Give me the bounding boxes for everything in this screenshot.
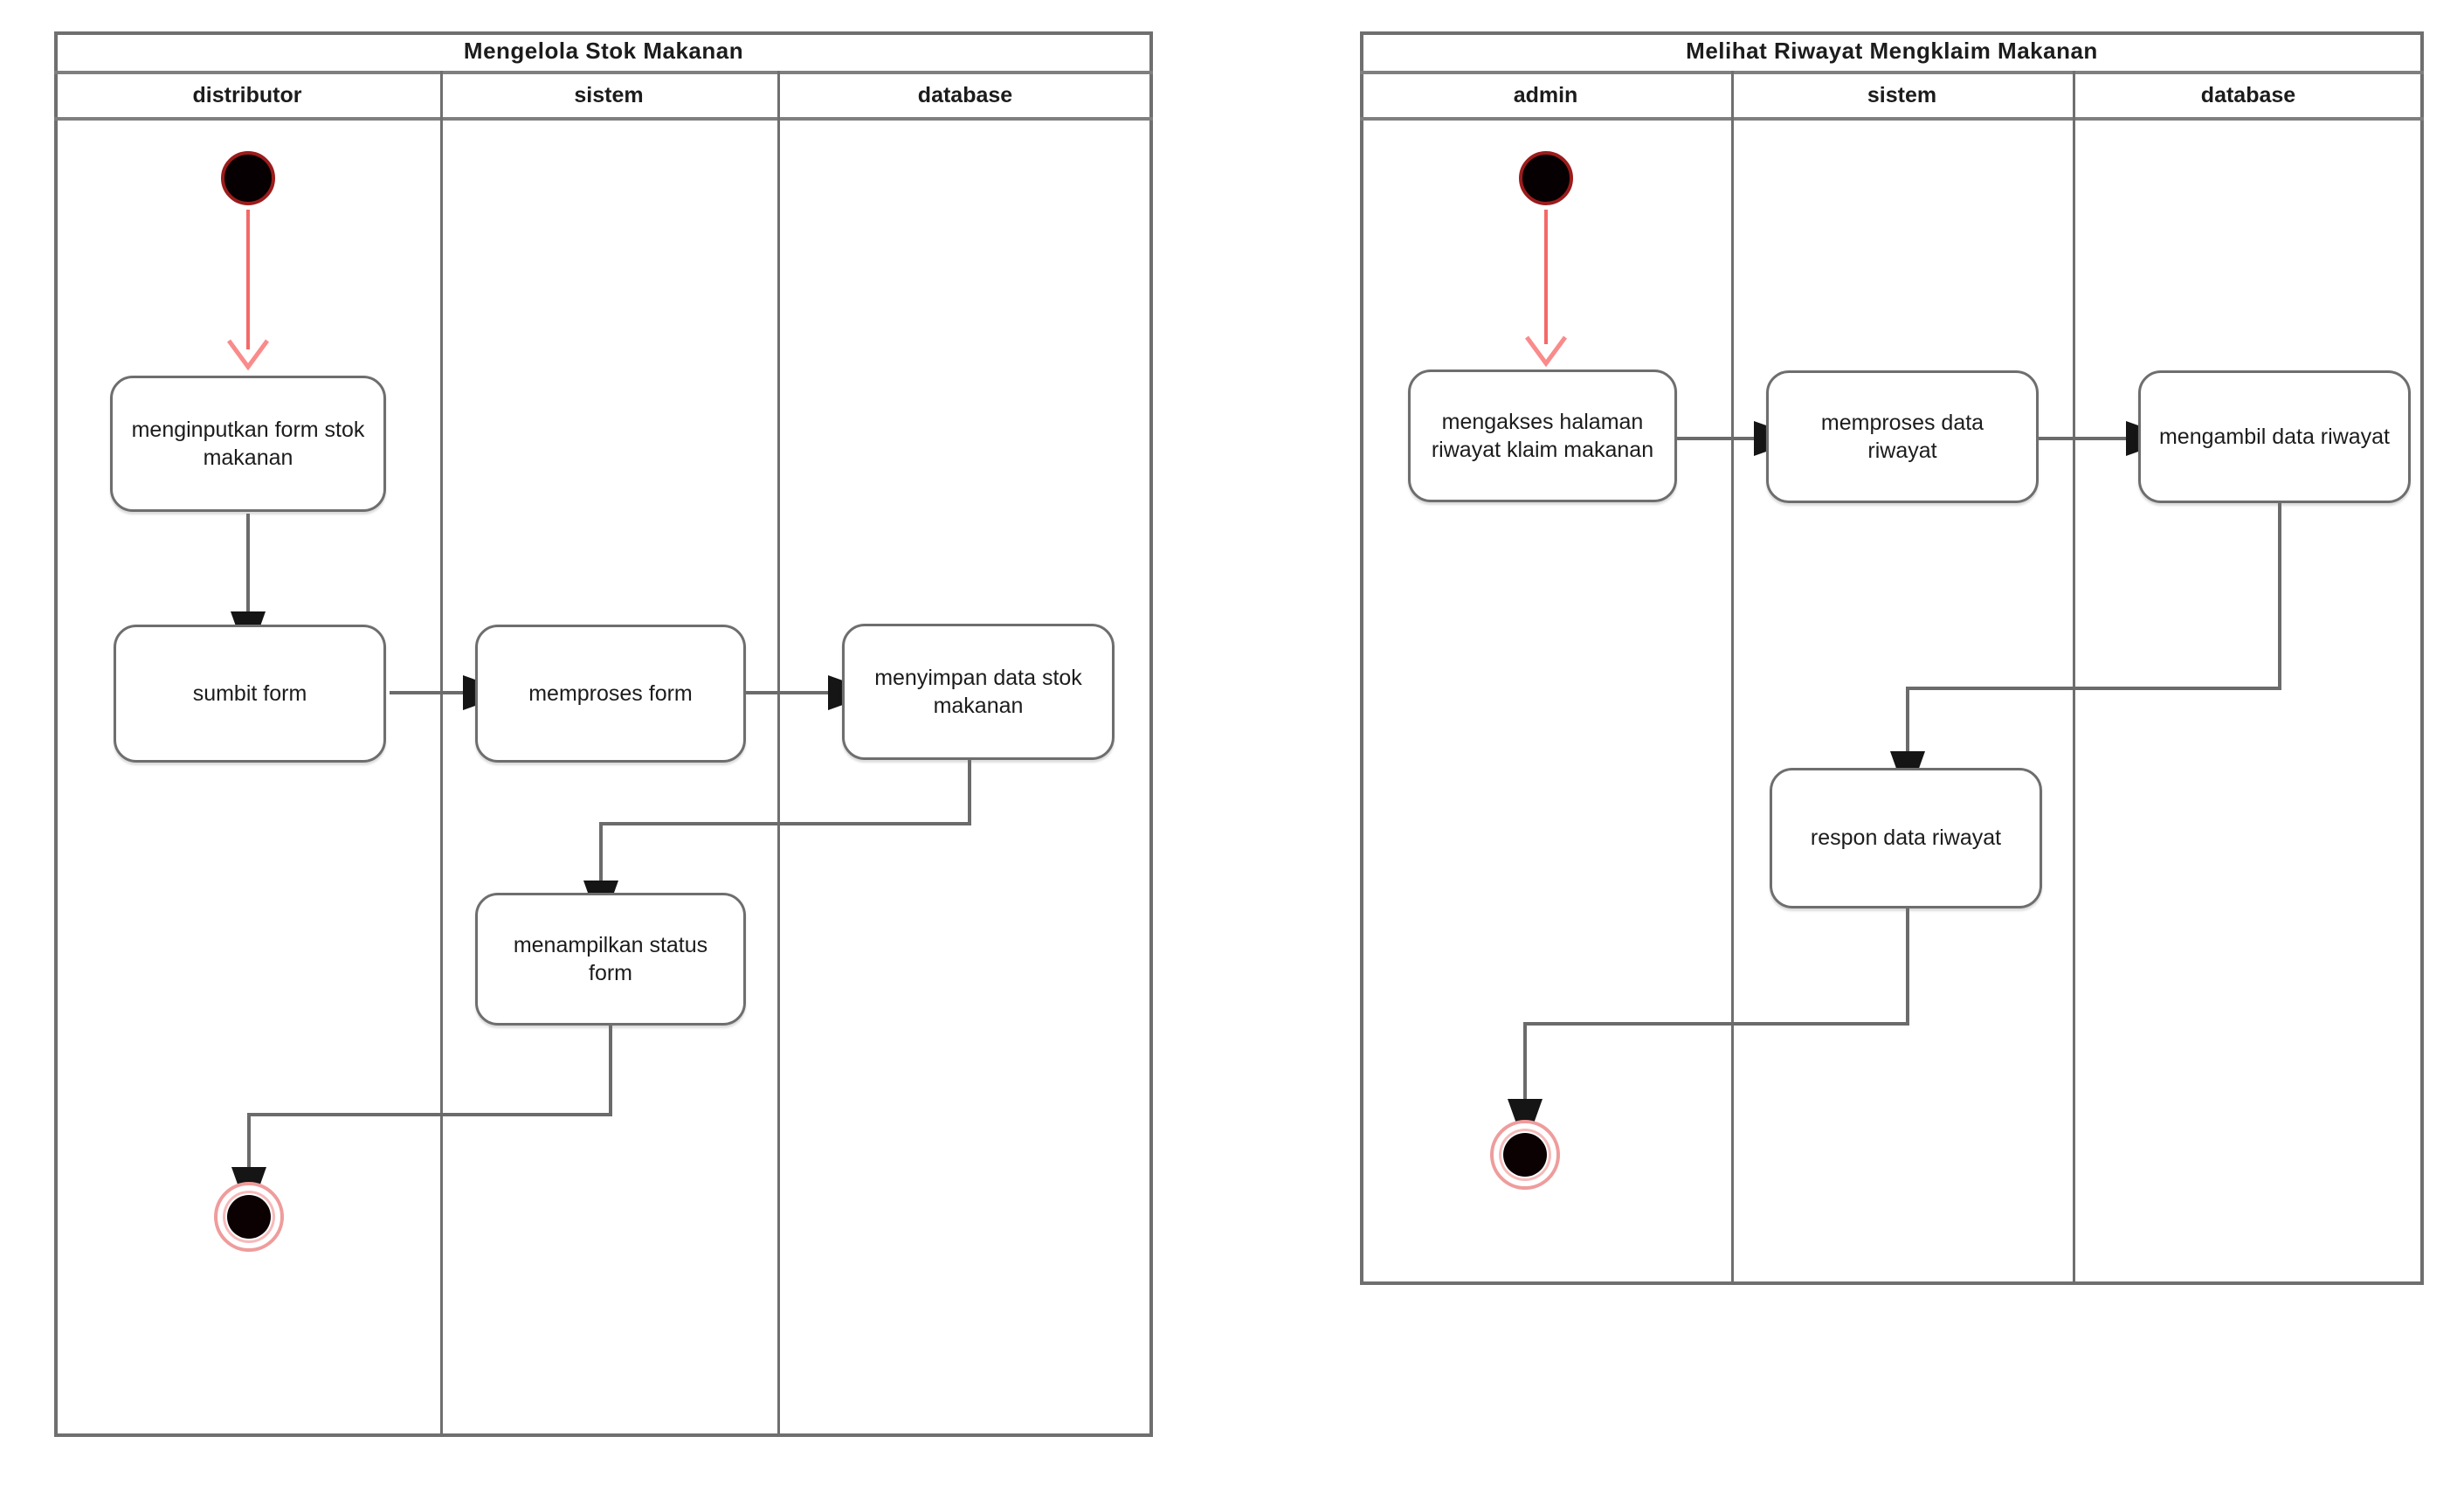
header-separator-line	[1360, 117, 2424, 121]
final-node-icon	[214, 1182, 284, 1252]
lane-header-admin: admin	[1513, 83, 1578, 107]
activity-label: menampilkan status form	[513, 932, 708, 986]
lane-header-database: database	[917, 83, 1013, 107]
activity-box: memproses form	[475, 625, 746, 763]
title-separator-line	[1360, 71, 2424, 74]
activity-label: memproses data riwayat	[1820, 410, 1984, 464]
lane-header-sistem: sistem	[1867, 83, 1937, 107]
activity-label: menyimpan data stok makanan	[874, 665, 1082, 719]
lane-header-database: database	[2200, 83, 2296, 107]
lane-divider	[777, 71, 780, 1437]
activity-box: menampilkan status form	[475, 893, 746, 1026]
diagram-title: Mengelola Stok Makanan	[463, 38, 744, 64]
lane-header-distributor: distributor	[192, 83, 302, 107]
title-separator-line	[54, 71, 1153, 74]
lane-header-sistem: sistem	[574, 83, 644, 107]
activity-box: respon data riwayat	[1770, 768, 2042, 908]
activity-box: memproses data riwayat	[1766, 370, 2039, 503]
final-node-icon	[1490, 1120, 1560, 1190]
start-node-icon	[1519, 151, 1573, 205]
activity-label: respon data riwayat	[1810, 825, 2002, 851]
start-node-icon	[221, 151, 275, 205]
activity-box: menyimpan data stok makanan	[842, 624, 1115, 760]
lane-divider	[440, 71, 443, 1437]
diagram-frame	[54, 31, 1153, 1437]
activity-box: mengambil data riwayat	[2138, 370, 2411, 503]
activity-label: memproses form	[528, 680, 693, 706]
activity-box: menginputkan form stok makanan	[110, 376, 386, 512]
activity-label: menginputkan form stok makanan	[131, 417, 365, 471]
lane-divider	[2073, 71, 2075, 1285]
header-separator-line	[54, 117, 1153, 121]
activity-label: sumbit form	[192, 680, 307, 706]
final-node-core	[227, 1195, 271, 1239]
activity-label: mengambil data riwayat	[2158, 424, 2390, 449]
activity-box: sumbit form	[114, 625, 386, 763]
activity-label: mengakses halaman riwayat klaim makanan	[1431, 409, 1654, 463]
final-node-core	[1503, 1133, 1547, 1177]
diagram-frame	[1360, 31, 2424, 1285]
lane-divider	[1731, 71, 1734, 1285]
diagram-title: Melihat Riwayat Mengklaim Makanan	[1686, 38, 2098, 64]
activity-box: mengakses halaman riwayat klaim makanan	[1408, 370, 1677, 502]
